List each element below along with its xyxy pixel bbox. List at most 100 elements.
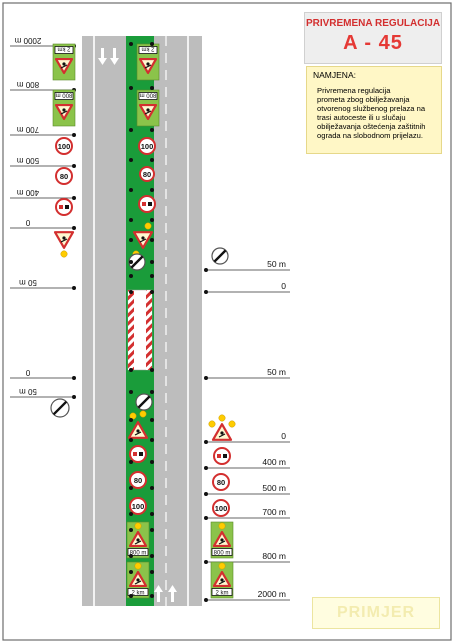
svg-text:2 km: 2 km xyxy=(57,46,70,52)
left-distance-marker: 700 m xyxy=(10,125,76,137)
speed-limit-80-icon: 80 xyxy=(129,471,147,489)
right-distance-marker: 50 m xyxy=(204,367,290,380)
svg-text:2 km: 2 km xyxy=(215,590,228,596)
warning-triangle-icon xyxy=(128,530,148,548)
distance-plate: 2 km xyxy=(127,588,149,596)
scheme-id: A - 45 xyxy=(343,32,403,54)
example-watermark: PRIMJER xyxy=(312,597,440,629)
svg-text:800 m: 800 m xyxy=(214,550,231,556)
right-distance-label: 700 m xyxy=(262,507,286,517)
scheme-title: PRIVREMENA REGULACIJA xyxy=(305,18,441,29)
warning-triangle-icon xyxy=(53,231,75,249)
purpose-box: NAMJENA: Privremena regulacija prometa z… xyxy=(306,66,442,154)
direction-arrow-bottom-right xyxy=(168,585,177,602)
speed-limit-100-icon: 100 xyxy=(129,497,147,515)
left-distance-label: 700 m xyxy=(17,125,40,134)
work-zone-barrier xyxy=(127,289,153,371)
warning-triangle-icon xyxy=(138,57,158,75)
left-distance-label: 800 m xyxy=(17,80,40,89)
svg-text:800 m: 800 m xyxy=(130,550,147,556)
speed-limit-80-icon: 80 xyxy=(55,167,73,185)
left-distance-marker: 500 m xyxy=(10,156,76,168)
warning-triangle-icon xyxy=(127,421,149,439)
right-distance-label: 50 m xyxy=(267,259,286,269)
left-distance-label: 0 xyxy=(25,218,30,227)
signs-layer: 2 km 800 m 100 80 2 km 800 m 100 80 80 100 800 m 2 … xyxy=(50,42,236,599)
warning-triangle-icon xyxy=(212,530,232,548)
right-distance-marker: 400 m xyxy=(204,457,290,470)
left-distance-marker: 0 xyxy=(10,218,76,230)
warning-triangle-icon xyxy=(212,570,232,588)
speed-limit-100-icon: 100 xyxy=(55,137,73,155)
right-distance-marker: 0 xyxy=(204,281,290,294)
warning-triangle-icon xyxy=(54,57,74,75)
left-distance-marker: 50 m xyxy=(10,387,76,399)
distance-plate: 2 km xyxy=(211,588,233,596)
left-distance-label: 2000 m xyxy=(14,36,41,45)
speed-limit-80-icon: 80 xyxy=(139,166,155,182)
no-overtaking-icon xyxy=(55,198,73,216)
left-distance-marker: 400 m xyxy=(10,188,76,200)
svg-text:2 km: 2 km xyxy=(131,590,144,596)
right-distance-marker: 2000 m xyxy=(204,589,290,602)
warning-triangle-icon xyxy=(54,103,74,121)
right-distance-label: 0 xyxy=(281,431,286,441)
no-overtaking-icon xyxy=(138,195,156,213)
svg-text:100: 100 xyxy=(215,504,228,513)
svg-text:800 m: 800 m xyxy=(56,92,73,98)
left-distance-label: 0 xyxy=(25,368,30,377)
right-distance-label: 50 m xyxy=(267,367,286,377)
distance-plate: 2 km xyxy=(54,46,74,54)
svg-text:100: 100 xyxy=(58,142,71,151)
right-distance-label: 800 m xyxy=(262,551,286,561)
distance-plate: 800 m xyxy=(54,92,74,100)
warning-triangle-icon xyxy=(211,423,233,441)
title-block: PRIVREMENA REGULACIJA A - 45 xyxy=(304,12,442,64)
purpose-text: Privremena regulacija prometa zbog obilj… xyxy=(317,86,426,140)
svg-text:100: 100 xyxy=(132,502,145,511)
left-distance-marker: 50 m xyxy=(10,278,76,290)
right-distance-marker: 500 m xyxy=(204,483,290,496)
end-of-restrictions-icon xyxy=(211,247,229,265)
no-overtaking-icon xyxy=(129,445,147,463)
svg-text:80: 80 xyxy=(217,478,225,487)
svg-text:2 km: 2 km xyxy=(141,46,154,52)
right-distance-label: 0 xyxy=(281,281,286,291)
right-distance-marker: 50 m xyxy=(204,259,290,272)
right-distance-label: 500 m xyxy=(262,483,286,493)
right-distance-marker: 0 xyxy=(204,431,290,444)
svg-text:80: 80 xyxy=(60,172,68,181)
direction-arrow-bottom-left xyxy=(154,585,163,602)
distance-plate: 800 m xyxy=(211,548,233,556)
speed-limit-100-icon: 100 xyxy=(212,499,230,517)
purpose-heading: NAMJENA: xyxy=(313,70,356,80)
direction-arrow-down-right xyxy=(110,48,119,65)
right-distance-marker: 700 m xyxy=(204,507,290,520)
end-of-restrictions-icon xyxy=(50,398,70,418)
left-distance-markers: 2000 m 800 m 700 m 500 m 400 m 0 50 m 0 50 m xyxy=(10,36,76,399)
distance-plate: 2 km xyxy=(138,46,158,54)
direction-arrow-up-left xyxy=(98,48,107,65)
left-distance-label: 400 m xyxy=(17,188,40,197)
left-distance-label: 50 m xyxy=(19,387,37,396)
warning-triangle-icon xyxy=(138,103,158,121)
left-distance-label: 500 m xyxy=(17,156,40,165)
left-distance-label: 50 m xyxy=(19,278,37,287)
distance-plate: 800 m xyxy=(127,548,149,556)
end-of-restrictions-icon xyxy=(135,393,153,411)
distance-plate: 800 m xyxy=(138,92,158,100)
warning-triangle-icon xyxy=(132,231,154,249)
svg-text:800 m: 800 m xyxy=(140,92,157,98)
right-distance-label: 400 m xyxy=(262,457,286,467)
svg-text:80: 80 xyxy=(134,476,142,485)
no-overtaking-icon xyxy=(213,447,231,465)
svg-text:100: 100 xyxy=(141,142,154,151)
warning-triangle-icon xyxy=(128,570,148,588)
right-distance-markers: 50 m 0 50 m 0 400 m 500 m 700 m 800 m 2000 m xyxy=(204,259,290,602)
svg-text:80: 80 xyxy=(143,170,151,179)
speed-limit-100-icon: 100 xyxy=(138,137,156,155)
left-distance-marker: 0 xyxy=(10,368,76,380)
right-distance-label: 2000 m xyxy=(258,589,286,599)
speed-limit-80-icon: 80 xyxy=(212,473,230,491)
